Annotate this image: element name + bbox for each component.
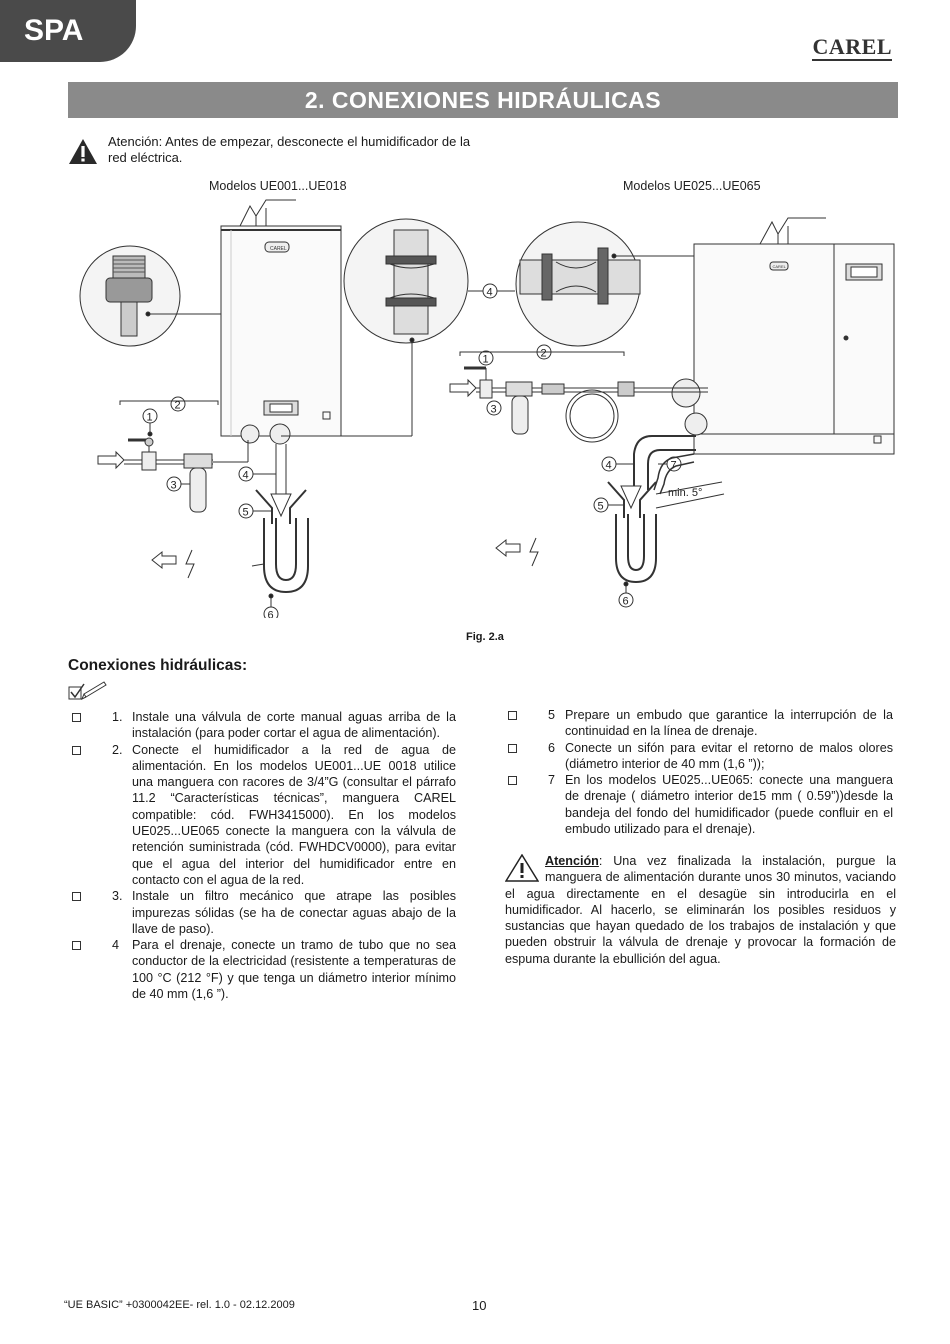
- left-model-caption: Modelos UE001...UE018: [209, 179, 347, 193]
- callout-1-right: 1: [483, 354, 489, 366]
- instruction-text: Para el drenaje, conecte un tramo de tub…: [132, 938, 456, 1002]
- instruction-item: 4 Para el drenaje, conecte un tramo de t…: [72, 937, 456, 1002]
- hose-clamp-zoom-detail: [281, 218, 469, 437]
- language-code: SPA: [24, 14, 84, 47]
- page-number: 10: [472, 1298, 487, 1313]
- instruction-number: 2.: [112, 742, 123, 757]
- instruction-number: 6: [548, 740, 556, 755]
- left-inlet-piping: 1 2 3: [97, 396, 249, 513]
- figure-caption: Fig. 2.a: [466, 631, 504, 643]
- callout-4-top: 4: [487, 287, 493, 299]
- callout-3-left: 3: [171, 480, 177, 492]
- checkbox-icon: [508, 743, 517, 753]
- callout-3-right: 3: [491, 404, 497, 416]
- section-title: 2. CONEXIONES HIDRÁULICAS: [68, 82, 898, 118]
- warning-icon: [69, 139, 97, 164]
- checkbox-icon: [508, 711, 517, 720]
- right-humidifier-unit: CAREL: [671, 217, 895, 455]
- hydraulic-diagram: Modelos UE001...UE018 Modelos UE025...UE…: [68, 178, 928, 622]
- warning-icon: [505, 854, 539, 882]
- right-model-caption: Modelos UE025...UE065: [623, 179, 761, 193]
- instruction-text: Instale un filtro mecánico que atrape la…: [132, 889, 456, 936]
- instruction-text: En los modelos UE025...UE065: conecte un…: [565, 773, 893, 837]
- callout-5-left: 5: [243, 507, 249, 519]
- instruction-number: 4: [112, 938, 120, 953]
- callout-2-left: 2: [175, 400, 181, 412]
- footer-doc-ref: “UE BASIC” +0300042EE- rel. 1.0 - 02.12.…: [64, 1299, 295, 1311]
- callout-2-right: 2: [541, 348, 547, 360]
- callout-6-left: 6: [268, 610, 274, 619]
- callout-6-right: 6: [623, 596, 629, 608]
- instruction-item: 6 Conecte un sifón para evitar el retorn…: [508, 740, 893, 773]
- callout-4-left: 4: [243, 470, 249, 482]
- instruction-item: 3. Instale un filtro mecánico que atrape…: [72, 888, 456, 937]
- instruction-text: Prepare un embudo que garantice la inter…: [565, 708, 893, 739]
- checkbox-icon: [72, 713, 81, 722]
- attention-note: Atención: Una vez finalizada la instalac…: [505, 853, 896, 967]
- checklist-icon: [68, 681, 107, 701]
- instruction-number: 3.: [112, 889, 123, 904]
- brand-logo: CAREL: [812, 34, 892, 61]
- right-drain-siphon: min. 5° 4 7 5 6: [495, 435, 725, 608]
- instruction-number: 1.: [112, 710, 123, 724]
- instructions-right-column: 5 Prepare un embudo que garantice la int…: [508, 707, 893, 837]
- instruction-item: 5 Prepare un embudo que garantice la int…: [508, 707, 893, 740]
- left-drain-siphon: 4 5 6: [151, 444, 309, 622]
- instruction-text: Instale una válvula de corte manual agua…: [132, 710, 456, 741]
- language-tab: SPA: [0, 0, 136, 62]
- angle-label: min. 5°: [668, 487, 702, 499]
- top-warning-text: Atención: Antes de empezar, desconecte e…: [108, 134, 471, 165]
- callout-1-left: 1: [147, 412, 153, 424]
- instruction-number: 5: [548, 708, 556, 722]
- check-valve-zoom-detail: [515, 221, 698, 347]
- instruction-text: Conecte el humidificador a la red de agu…: [132, 742, 456, 887]
- right-unit-logo: CAREL: [773, 264, 787, 269]
- checkbox-icon: [508, 776, 517, 786]
- attention-text: : Una vez finalizada la instalación, pur…: [505, 854, 896, 966]
- instruction-item: 2. Conecte el humidificador a la red de …: [72, 742, 456, 889]
- instruction-text: Conecte un sifón para evitar el retorno …: [565, 740, 893, 771]
- instruction-item: 7 En los modelos UE025...UE065: conecte …: [508, 772, 893, 837]
- instruction-item: 1. Instale una válvula de corte manual a…: [72, 709, 456, 742]
- instructions-left-column: 1. Instale una válvula de corte manual a…: [72, 709, 456, 1002]
- checkbox-icon: [72, 892, 81, 902]
- connections-heading: Conexiones hidráulicas:: [68, 657, 248, 674]
- checkbox-icon: [72, 745, 81, 755]
- valve-zoom-detail: [79, 245, 221, 347]
- checkbox-icon: [72, 941, 81, 951]
- right-inlet-piping: 1 2 3: [449, 344, 708, 443]
- hydraulic-diagram-svg: Modelos UE001...UE018 Modelos UE025...UE…: [79, 179, 895, 622]
- callout-7-right: 7: [671, 460, 677, 472]
- callout-5-right: 5: [598, 501, 604, 513]
- left-unit-logo: CAREL: [270, 246, 287, 252]
- left-humidifier-unit: CAREL: [220, 199, 342, 445]
- callout-4-right: 4: [606, 460, 612, 472]
- attention-label: Atención: [545, 854, 599, 868]
- instruction-number: 7: [548, 773, 556, 788]
